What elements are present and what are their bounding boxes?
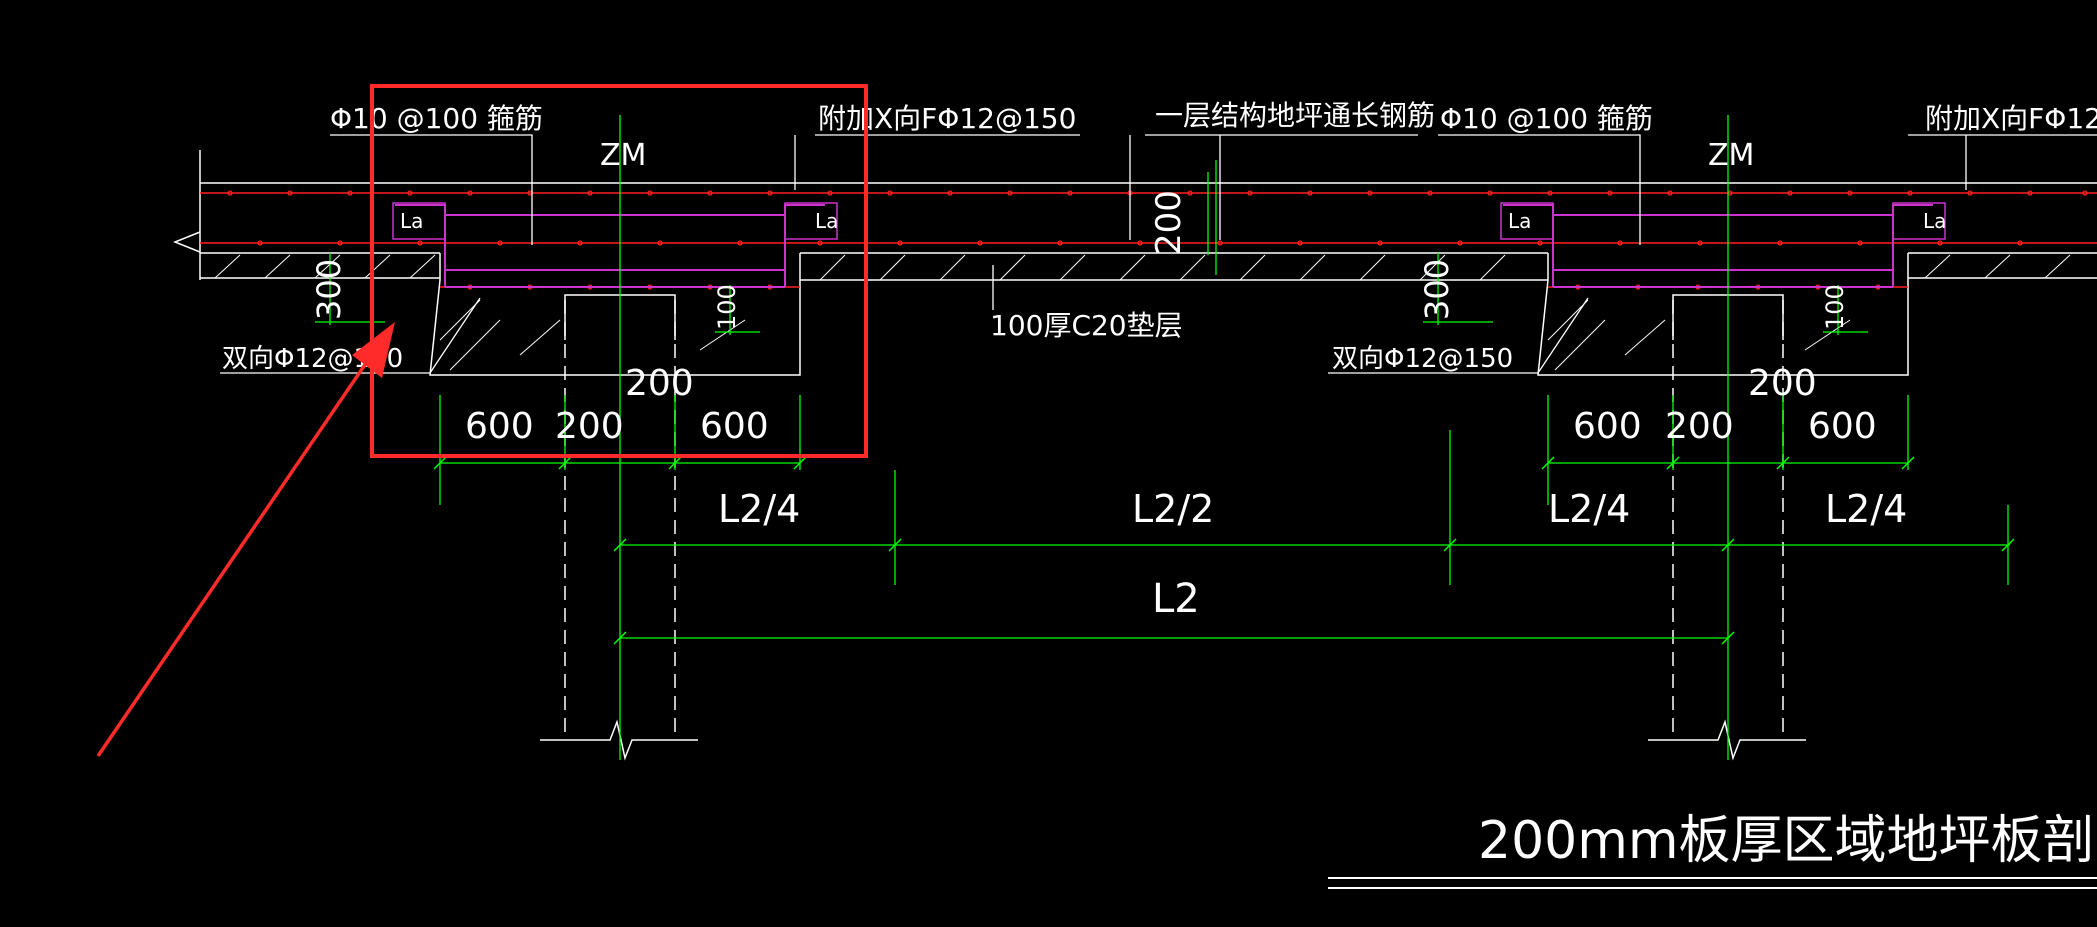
right-span-quarter-right: L2/4 — [1825, 487, 1907, 531]
span-half: L2/2 — [1132, 487, 1214, 531]
right-additional-rebar-label: 附加X向FΦ12@ — [1925, 102, 2097, 135]
left-dim-600-left: 600 — [465, 406, 534, 447]
left-stirrup-label: Φ10 @100 箍筋 — [330, 102, 543, 135]
right-stirrup-label: Φ10 @100 箍筋 — [1440, 102, 1653, 135]
column-outlines — [564, 300, 1784, 740]
annotation-arrow-icon — [96, 322, 395, 757]
span-full: L2 — [1152, 576, 1200, 622]
left-dim-600-right: 600 — [700, 406, 769, 447]
left-column-mark: ZM — [600, 138, 646, 173]
additional-rebar-left — [395, 204, 825, 288]
right-column-mark: ZM — [1708, 138, 1754, 173]
right-dim-200-mid: 200 — [1665, 406, 1734, 447]
slab-thickness-200: 200 — [1149, 190, 1189, 255]
leader-lines — [220, 134, 2097, 374]
right-depth-100: 100 — [1821, 284, 1849, 330]
title-underline — [1328, 877, 2097, 889]
highlight-box — [370, 84, 868, 458]
left-span-quarter: L2/4 — [718, 487, 800, 531]
continuous-rebar-label: 一层结构地坪通长钢筋 — [1155, 99, 1435, 132]
additional-rebar-right — [1503, 204, 1933, 288]
left-dim-200-mid: 200 — [555, 406, 624, 447]
right-depth-300: 300 — [1418, 259, 1456, 320]
right-dim-600-right: 600 — [1808, 406, 1877, 447]
rebar-dots — [227, 190, 2088, 290]
drawing-title: 200mm板厚区域地坪板剖面图 — [1478, 811, 2097, 871]
left-anchor-label-1: La — [400, 209, 423, 233]
slab-outline — [172, 150, 2097, 376]
right-dim-600-left: 600 — [1573, 406, 1642, 447]
left-additional-rebar-label: 附加X向FΦ12@150 — [818, 102, 1076, 135]
break-lines — [540, 719, 1806, 761]
right-anchor-label-2: La — [1923, 209, 1946, 233]
dimension-ticks — [433, 456, 2015, 645]
dimension-lines — [315, 172, 2010, 639]
cushion-hatching — [214, 254, 2071, 371]
left-anchor-label-2: La — [815, 209, 838, 233]
cushion-label: 100厚C20垫层 — [990, 309, 1183, 342]
center-lines — [619, 115, 1729, 760]
right-span-quarter-left: L2/4 — [1548, 487, 1630, 531]
left-depth-300: 300 — [310, 259, 348, 320]
right-two-way-label: 双向Φ12@150 — [1332, 344, 1513, 374]
right-dim-200-center: 200 — [1748, 363, 1817, 404]
right-anchor-label-1: La — [1508, 209, 1531, 233]
left-depth-100: 100 — [713, 284, 741, 330]
left-dim-200-center: 200 — [625, 363, 694, 404]
la-boxes — [392, 202, 1946, 240]
